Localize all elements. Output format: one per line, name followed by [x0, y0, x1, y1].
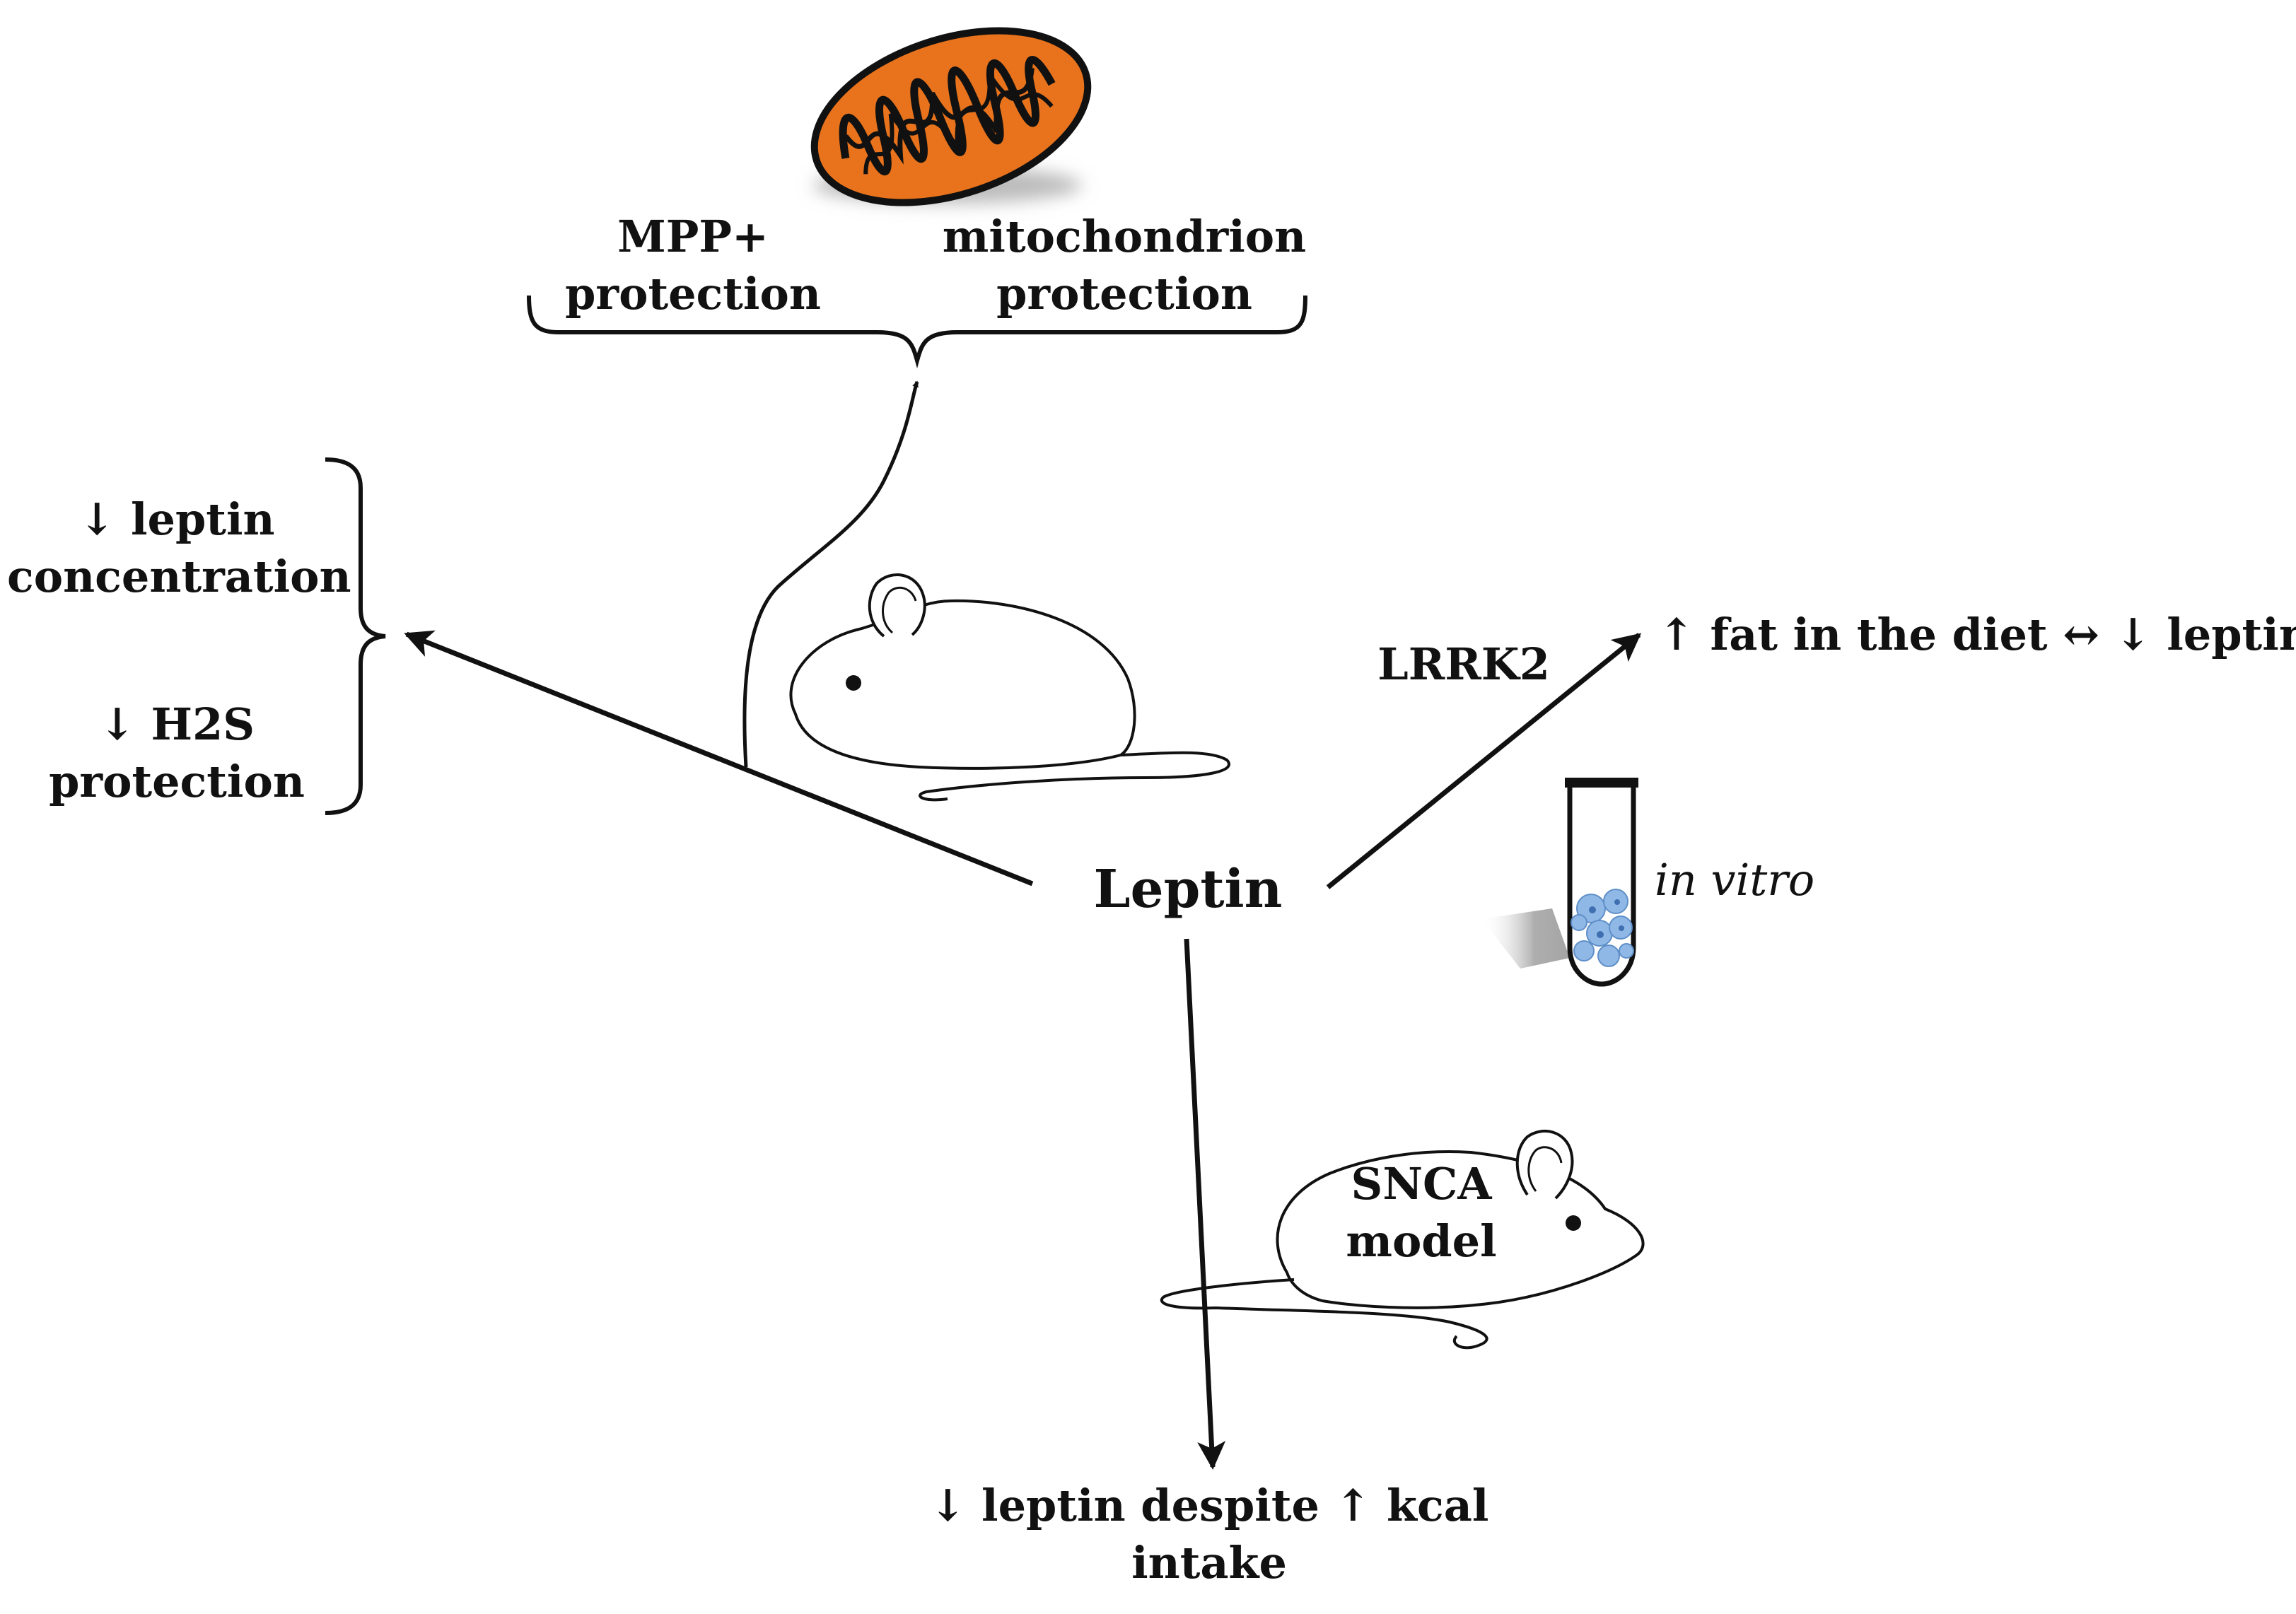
arrow-to-snca — [1184, 938, 1226, 1470]
fat-diet-label: ↑ fat in the diet ↔ ↓ leptin — [1658, 609, 2296, 660]
snca-line-1: SNCA — [1351, 1158, 1492, 1210]
mitochondrion-protection-label: mitochondrion protection — [933, 209, 1315, 322]
kcal-line-2: intake — [1131, 1536, 1287, 1589]
mpp-line-2: protection — [565, 267, 821, 320]
lrrk2-label: LRRK2 — [1377, 638, 1550, 690]
mito-line-2: protection — [996, 267, 1252, 320]
arrow-to-lrrk2 — [1326, 633, 1642, 889]
mpp-protection-label: MPP+ protection — [537, 209, 849, 322]
snca-line-2: model — [1346, 1215, 1497, 1267]
left-bracket — [325, 457, 386, 815]
mitochondrion-icon — [810, 27, 1092, 206]
h2s-protection-label: ↓ H2S protection — [21, 696, 332, 810]
mouse-icon — [789, 573, 1231, 802]
h2s-line-1: ↓ H2S — [98, 698, 255, 750]
mito-line-1: mitochondrion — [942, 211, 1307, 262]
leptin-conc-line-2: concentration — [7, 550, 351, 602]
top-bracket — [527, 295, 1307, 369]
arrow-to-mitochondrion — [742, 380, 919, 768]
snca-mouse-icon — [1160, 1130, 1645, 1350]
h2s-line-2: protection — [49, 755, 305, 807]
in-vitro-label: in vitro — [1655, 854, 1815, 906]
leptin-conc-line-1: ↓ leptin — [78, 493, 275, 545]
snca-model-label: SNCA model — [1315, 1156, 1527, 1270]
leptin-concentration-label: ↓ leptin concentration — [7, 491, 351, 605]
leptin-label: Leptin — [1093, 859, 1283, 920]
arrow-to-left-bracket — [404, 630, 1034, 887]
kcal-intake-label: ↓ leptin despite ↑ kcal intake — [884, 1478, 1534, 1591]
kcal-line-1: ↓ leptin despite ↑ kcal — [929, 1480, 1489, 1531]
mpp-line-1: MPP+ — [617, 211, 769, 262]
test-tube-icon — [1481, 778, 1638, 987]
